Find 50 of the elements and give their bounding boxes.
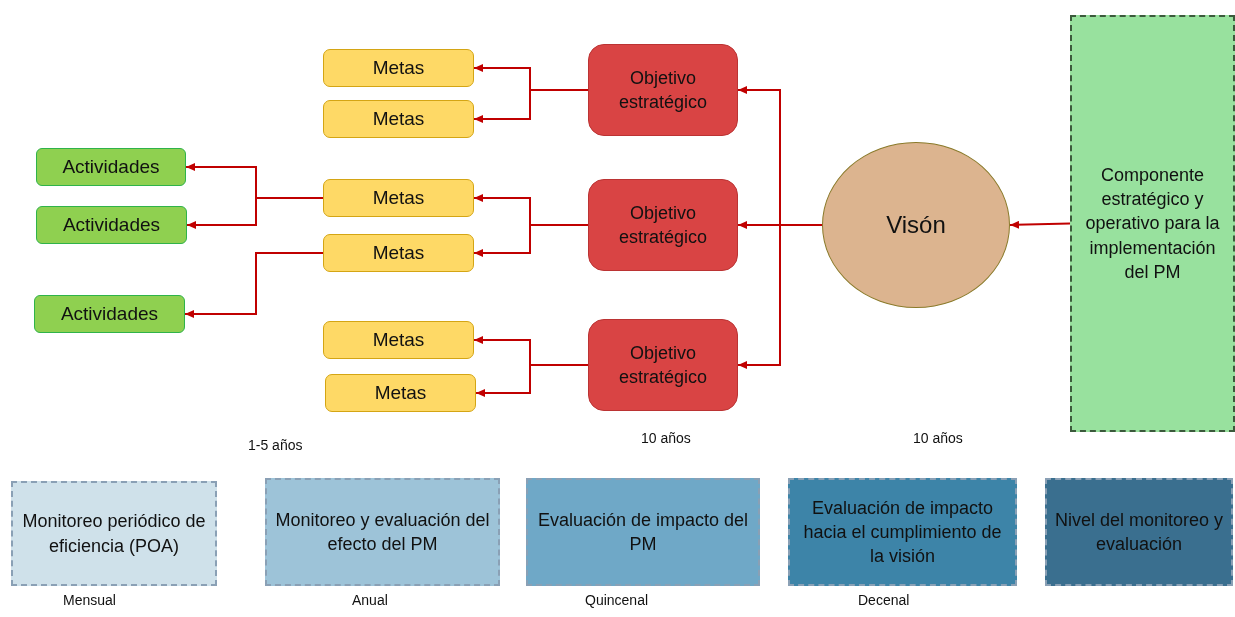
node-label: Objetivo estratégico	[617, 341, 709, 389]
goal-box	[323, 100, 474, 138]
period-label: Decenal	[858, 592, 910, 608]
node-label: Actividades	[62, 155, 160, 180]
goal-box	[325, 374, 476, 412]
node-label: Objetivo estratégico	[617, 66, 709, 114]
node-label: Actividades	[62, 213, 161, 238]
arrow	[473, 89, 589, 123]
arrow	[475, 364, 589, 397]
period-label: 10 años	[641, 430, 691, 446]
node-label: Metas	[374, 381, 427, 406]
objective-box	[588, 319, 738, 411]
activity-box	[36, 148, 186, 186]
level-box	[788, 478, 1017, 586]
objective-box	[588, 44, 738, 136]
arrow	[184, 252, 324, 318]
node-label: Visón	[886, 209, 946, 240]
node-label: Metas	[372, 328, 425, 353]
level-box	[1045, 478, 1233, 586]
goal-box	[323, 234, 474, 272]
period-label: 10 años	[913, 430, 963, 446]
node-label: Objetivo estratégico	[617, 201, 709, 249]
node-label: Componente estratégico y operativo para la implementación del PM	[1084, 163, 1221, 284]
level-box	[526, 478, 760, 586]
arrow	[473, 224, 589, 257]
node-label: Evaluación de impacto hacia el cumplimiento de la visión	[802, 496, 1003, 569]
node-label: Actividades	[60, 302, 159, 327]
node-label: Monitoreo y evaluación del efecto del PM	[274, 508, 491, 556]
node-label: Evaluación de impacto del PM	[536, 508, 750, 556]
level-box	[265, 478, 500, 586]
period-label: 1-5 años	[248, 437, 303, 453]
activity-box	[36, 206, 187, 244]
arrow	[186, 197, 324, 229]
node-label: Metas	[372, 241, 425, 266]
objective-box	[588, 179, 738, 271]
node-label: Metas	[372, 186, 425, 211]
node-label: Metas	[372, 56, 425, 81]
node-label: Nivel del monitoreo y evaluación	[1053, 508, 1225, 556]
goal-box	[323, 321, 474, 359]
activity-box	[34, 295, 185, 333]
arrow	[737, 224, 823, 369]
node-label: Monitoreo periódico de eficiencia (POA)	[21, 510, 207, 558]
level-box	[11, 481, 217, 586]
node-label: Metas	[372, 107, 425, 132]
period-label: Mensual	[63, 592, 116, 608]
goal-box	[323, 179, 474, 217]
period-label: Anual	[352, 592, 388, 608]
goal-box	[323, 49, 474, 87]
arrow	[1009, 220, 1071, 229]
component-box	[1070, 15, 1235, 432]
